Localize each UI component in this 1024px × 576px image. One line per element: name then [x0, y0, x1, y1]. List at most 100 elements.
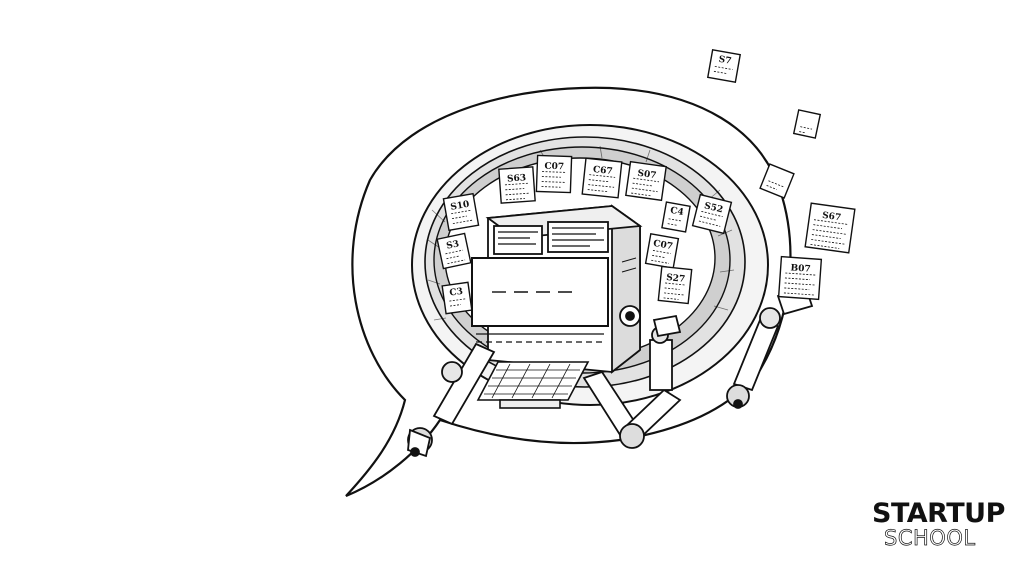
document-text-line — [800, 126, 813, 130]
document-card: S7 — [706, 48, 742, 84]
document-text-line — [799, 131, 807, 134]
document-card-sheet — [706, 48, 742, 84]
document-text-line — [813, 219, 848, 225]
document-text-line — [505, 198, 525, 201]
document-card: B07 — [777, 255, 823, 301]
document-text-line — [542, 171, 567, 173]
document-code: B07 — [790, 263, 811, 274]
document-text-line — [701, 210, 723, 218]
document-card — [792, 109, 822, 139]
document-code: S52 — [703, 201, 724, 215]
document-text-line — [667, 223, 677, 226]
document-card: S27 — [657, 265, 693, 305]
document-code: C67 — [592, 165, 613, 177]
document-text-line — [810, 244, 840, 249]
document-text-line — [811, 234, 841, 239]
document-card: C07 — [644, 232, 680, 270]
document-code: S63 — [507, 173, 527, 184]
document-card: S3 — [436, 232, 472, 270]
document-text-line — [698, 220, 721, 227]
document-card-sheet — [535, 154, 573, 194]
document-text-line — [504, 182, 529, 186]
document-text-line — [813, 224, 843, 230]
document-text-line — [505, 192, 530, 196]
document-card-sheet — [625, 160, 667, 202]
document-text-line — [663, 297, 679, 300]
document-text-line — [811, 239, 845, 245]
document-text-line — [631, 192, 653, 197]
logo-line-startup: STARTUP — [872, 498, 1005, 529]
document-text-line — [668, 218, 683, 222]
document-text-line — [664, 287, 680, 290]
document-card: C4 — [661, 201, 691, 233]
document-code: S27 — [666, 273, 686, 285]
document-text-line — [766, 185, 777, 190]
computer-machine — [471, 204, 643, 374]
document-text-line — [633, 177, 660, 183]
document-text-line — [700, 215, 717, 221]
document-text-line — [768, 180, 784, 188]
document-text-line — [714, 66, 733, 70]
robot-arm-left — [407, 342, 496, 458]
document-code: S67 — [821, 211, 841, 224]
document-text-line — [541, 176, 561, 178]
document-text-line — [445, 249, 464, 255]
logo-line-school: SCHOOL — [884, 526, 976, 550]
document-code: S7 — [718, 55, 732, 67]
document-text-line — [784, 287, 810, 291]
document-card: C07 — [535, 154, 573, 194]
document-text-line — [631, 187, 658, 193]
document-code: C07 — [544, 162, 564, 173]
document-text-line — [541, 186, 561, 188]
document-card: C67 — [581, 157, 623, 199]
document-card-sheet — [759, 163, 795, 199]
document-card-sheet — [498, 166, 536, 204]
document-card-sheet — [644, 232, 680, 270]
document-code: C07 — [652, 239, 673, 252]
document-text-line — [783, 292, 814, 296]
document-text-line — [541, 181, 566, 183]
document-card: S67 — [804, 202, 856, 254]
document-text-line — [449, 304, 462, 307]
document-card-sheet — [442, 192, 480, 232]
document-code: S10 — [450, 200, 470, 213]
keyboard — [476, 361, 590, 409]
document-text-line — [505, 188, 525, 191]
document-code: S07 — [637, 169, 657, 182]
document-text-line — [784, 282, 815, 286]
document-text-line — [812, 229, 847, 235]
document-card-sheet — [441, 281, 473, 315]
robot-arm-center — [582, 314, 682, 449]
document-text-line — [632, 182, 654, 187]
document-text-line — [652, 250, 671, 254]
document-text-line — [446, 255, 460, 260]
document-text-line — [449, 298, 466, 302]
document-card: S63 — [498, 166, 536, 204]
document-card-sheet — [581, 157, 623, 199]
document-code: C4 — [669, 206, 684, 218]
document-text-line — [785, 272, 816, 276]
document-card — [759, 163, 795, 199]
document-text-line — [651, 259, 670, 264]
document-card-sheet — [657, 265, 693, 305]
document-card-sheet — [804, 202, 856, 254]
document-text-line — [587, 189, 609, 193]
document-code: S3 — [446, 239, 461, 251]
startup-school-logo: STARTUP SCHOOL — [872, 498, 1005, 552]
document-card: S10 — [442, 192, 480, 232]
document-text-line — [588, 179, 610, 183]
document-text-line — [713, 70, 727, 74]
document-text-line — [451, 215, 467, 220]
document-text-line — [447, 259, 466, 265]
document-card-sheet — [436, 232, 472, 270]
document-card: C3 — [441, 281, 473, 315]
document-text-line — [652, 254, 665, 258]
document-card: S07 — [625, 160, 667, 202]
document-card-sheet — [792, 109, 822, 139]
document-text-line — [588, 184, 615, 188]
document-card: S52 — [691, 193, 733, 235]
document-card-sheet — [661, 201, 691, 233]
document-code: C3 — [449, 287, 464, 299]
